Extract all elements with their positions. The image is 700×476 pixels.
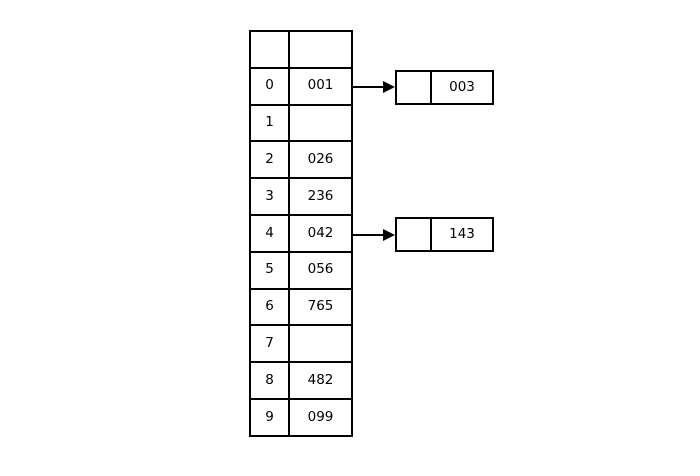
slot-index: 1	[251, 105, 290, 141]
table-row: 7	[251, 326, 351, 364]
table-row: 4 042	[251, 215, 351, 253]
slot-value: 482	[307, 371, 334, 388]
slot-index: 6	[251, 289, 290, 325]
slot-index: 0	[251, 68, 290, 104]
slot-value: 765	[307, 298, 334, 315]
header-cell-index	[251, 32, 290, 67]
table-row-header	[251, 32, 351, 69]
slot-index: 7	[251, 326, 290, 362]
slot-value: 056	[307, 261, 334, 278]
slot-value: 099	[307, 408, 334, 425]
arrow-from-slot-4	[353, 228, 396, 242]
slot-index: 5	[251, 252, 290, 288]
arrow-from-slot-0	[353, 80, 396, 94]
chain-node-4: 143	[395, 217, 494, 252]
table-row: 9 099	[251, 399, 351, 437]
slot-index: 3	[251, 179, 290, 214]
table-row: 2 026	[251, 142, 351, 180]
chain-node-pointer-cell	[397, 72, 432, 103]
header-cell-value	[290, 32, 351, 67]
table-row: 6 765	[251, 289, 351, 327]
table-row: 5 056	[251, 252, 351, 290]
slot-index: 2	[251, 142, 290, 178]
slot-value: 026	[307, 151, 334, 168]
chain-node-pointer-cell	[397, 219, 432, 250]
slot-value: 042	[307, 224, 334, 241]
table-row: 8 482	[251, 363, 351, 400]
slot-index: 8	[251, 363, 290, 398]
slot-index: 4	[251, 215, 290, 251]
table-row: 0 001	[251, 68, 351, 106]
chain-node-value: 003	[449, 78, 475, 95]
chain-node-value: 143	[449, 225, 475, 242]
slot-value	[290, 326, 351, 361]
table-row: 1	[251, 105, 351, 143]
slot-value	[290, 106, 351, 141]
hash-table: 0 001 1 2 026 3 236 4 042 5 056 6 765	[249, 30, 353, 437]
slot-index: 9	[251, 399, 290, 435]
slot-value: 001	[307, 77, 334, 94]
slot-value: 236	[307, 187, 334, 204]
chain-node-0: 003	[395, 70, 494, 105]
table-row: 3 236	[251, 179, 351, 216]
